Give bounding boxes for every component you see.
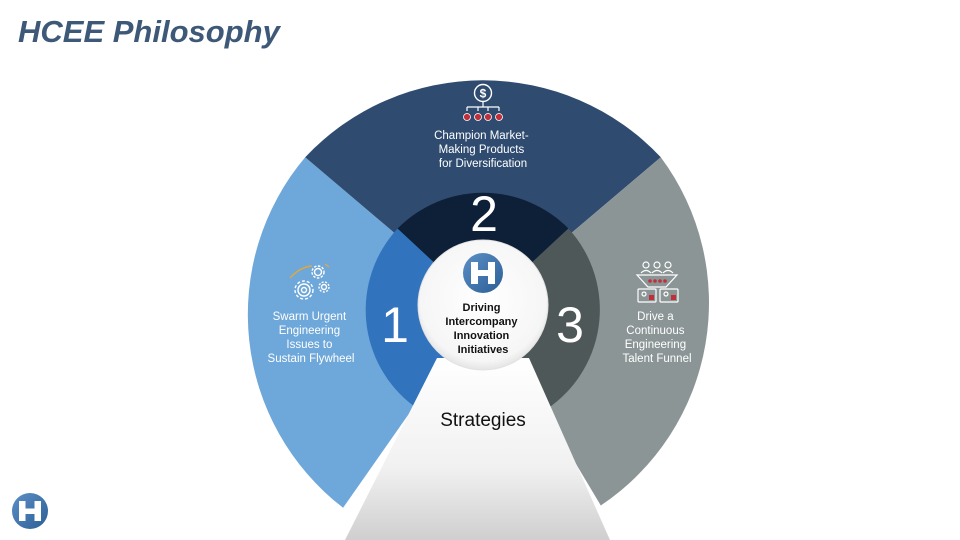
footer-logo-icon xyxy=(12,493,48,529)
dollar-hierarchy-icon: $ xyxy=(463,83,503,121)
segment-3-number: 3 xyxy=(556,297,584,353)
segment-2-label: Champion Market- Making Products for Div… xyxy=(434,130,532,170)
segment-1-outer xyxy=(247,157,483,508)
center-circle xyxy=(417,239,549,371)
segment-2-number: 2 xyxy=(470,186,498,242)
segment-3-label: Drive a Continuous Engineering Talent Fu… xyxy=(622,311,691,365)
segment-1-number: 1 xyxy=(381,297,409,353)
svg-text:$: $ xyxy=(480,87,487,101)
h-logo-icon xyxy=(463,253,503,293)
page-title: HCEE Philosophy xyxy=(18,14,280,49)
strategies-label: Strategies xyxy=(440,410,526,431)
strategies-pointer xyxy=(345,358,610,540)
talent-funnel-icon xyxy=(635,261,679,303)
center-label: Driving Intercompany Innovation Initiati… xyxy=(445,302,520,356)
segment-1-label: Swarm Urgent Engineering Issues to Susta… xyxy=(268,311,355,365)
gears-icon xyxy=(289,263,330,300)
